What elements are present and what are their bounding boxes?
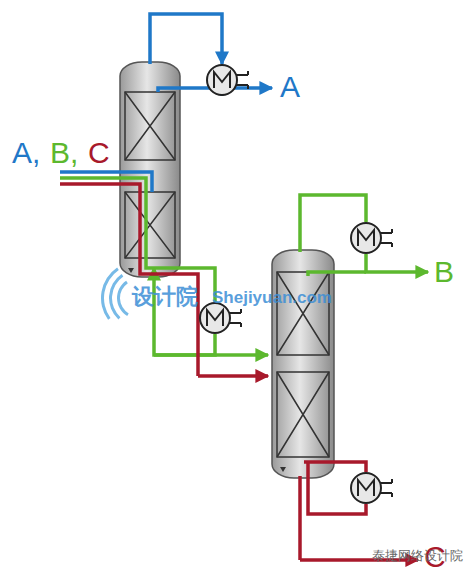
process-pipe xyxy=(60,184,198,376)
stream-label: B, xyxy=(50,138,78,168)
process-pipe xyxy=(366,254,428,272)
packing-bed xyxy=(277,372,329,457)
packing-cross xyxy=(125,92,175,160)
heat-exchanger xyxy=(351,223,392,253)
packing-bed xyxy=(125,92,175,160)
process-pipe xyxy=(154,353,268,357)
packing-cross xyxy=(277,372,329,457)
heat-exchanger xyxy=(207,65,248,95)
packing-bed xyxy=(277,272,329,355)
stream-label: A xyxy=(280,72,300,102)
watermark-text: Shejiyuan.com xyxy=(212,289,332,306)
level-mark xyxy=(128,268,134,273)
process-pipe xyxy=(150,14,222,64)
process-pipe xyxy=(308,272,366,276)
stream-label: B xyxy=(434,257,454,287)
process-pipe xyxy=(198,374,268,378)
stream-label: A, xyxy=(12,138,40,168)
process-pipe xyxy=(298,476,302,560)
process-pipe xyxy=(304,462,366,472)
watermark-logo xyxy=(101,267,129,319)
packing-cross xyxy=(125,192,175,258)
stream-label: C xyxy=(88,138,110,168)
process-pipe xyxy=(60,178,215,302)
heat-exchanger xyxy=(351,473,392,503)
column-shell xyxy=(120,62,180,277)
column-shell xyxy=(272,250,334,478)
packing-cross xyxy=(277,272,329,355)
packing-bed xyxy=(125,192,175,258)
watermark-text: 设计院 xyxy=(132,286,198,308)
level-mark xyxy=(280,467,286,472)
watermark-text: 泰捷网络设计院 xyxy=(372,549,463,562)
process-pipe xyxy=(60,172,152,192)
heat-exchanger xyxy=(200,303,241,333)
